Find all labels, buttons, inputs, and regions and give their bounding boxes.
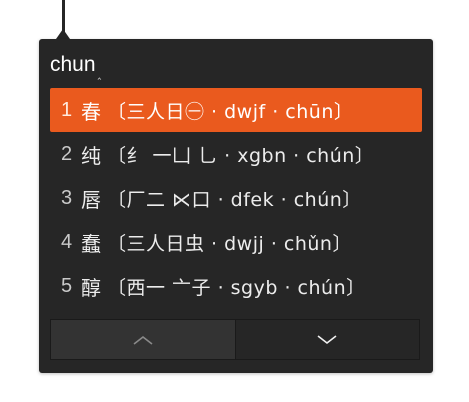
candidate-4[interactable]: 4 蠢 〔三人日虫 · dwjj · chǔn〕	[50, 220, 422, 264]
candidate-character: 纯	[81, 143, 101, 168]
chevron-down-icon	[317, 334, 337, 344]
candidate-index: 5	[61, 274, 73, 297]
candidate-comment: 〔三人日㊀ · dwjf · chūn〕	[107, 100, 354, 123]
candidate-index: 4	[61, 230, 73, 253]
page-navigation	[50, 319, 420, 360]
chevron-up-icon	[133, 335, 153, 345]
candidate-index: 1	[61, 98, 73, 121]
composition-bar: chun ‸	[50, 53, 101, 83]
candidate-comment: 〔厂二 ⋉口 · dfek · chún〕	[107, 188, 362, 211]
candidate-character: 蠢	[81, 231, 101, 256]
candidate-comment: 〔纟 一凵 乚 · xgbn · chún〕	[107, 144, 375, 167]
composition-text: chun	[50, 53, 96, 76]
candidate-index: 2	[61, 142, 73, 165]
anchor-stem	[62, 0, 65, 32]
candidate-character: 春	[81, 99, 101, 124]
candidate-3[interactable]: 3 唇 〔厂二 ⋉口 · dfek · chún〕	[50, 176, 422, 220]
candidate-index: 3	[61, 186, 73, 209]
candidate-1[interactable]: 1 春 〔三人日㊀ · dwjf · chūn〕	[50, 88, 422, 132]
candidate-character: 唇	[81, 187, 101, 212]
next-page-button[interactable]	[235, 320, 419, 359]
candidate-list: 1 春 〔三人日㊀ · dwjf · chūn〕 2 纯 〔纟 一凵 乚 · x…	[50, 88, 422, 308]
candidate-comment: 〔三人日虫 · dwjj · chǔn〕	[107, 232, 352, 255]
ime-candidate-window: chun ‸ 1 春 〔三人日㊀ · dwjf · chūn〕 2 纯 〔纟 一…	[39, 39, 433, 373]
candidate-2[interactable]: 2 纯 〔纟 一凵 乚 · xgbn · chún〕	[50, 132, 422, 176]
candidate-character: 醇	[81, 275, 101, 300]
candidate-comment: 〔西一 亠子 · sgyb · chún〕	[107, 276, 366, 299]
candidate-5[interactable]: 5 醇 〔西一 亠子 · sgyb · chún〕	[50, 264, 422, 308]
previous-page-button[interactable]	[51, 320, 236, 359]
popup-pointer	[56, 29, 70, 39]
caret-icon: ‸	[97, 68, 102, 80]
